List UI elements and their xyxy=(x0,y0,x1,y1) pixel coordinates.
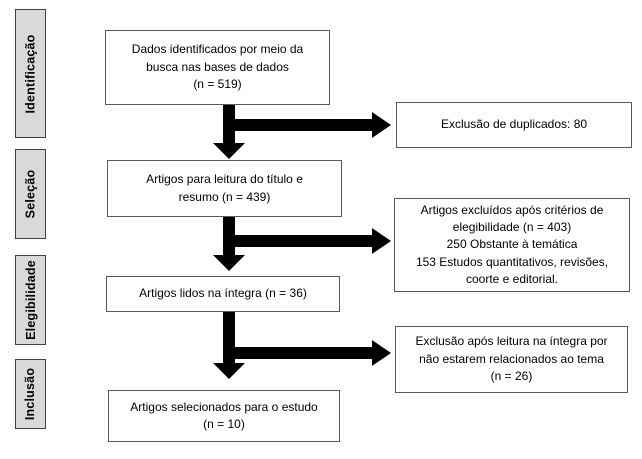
stage-box-selection: Seleção xyxy=(15,149,46,239)
flow-box-full-text-read-text: Artigos lidos na íntegra (n = 36) xyxy=(139,286,307,301)
exclusion-box-duplicates: Exclusão de duplicados: 80 xyxy=(396,102,632,148)
arrow-selection-to-eligibility xyxy=(213,217,391,271)
stage-label-selection: Seleção xyxy=(23,169,38,219)
exclusion-box-full-text: Exclusão após leitura na íntegra por não… xyxy=(395,326,628,393)
stage-box-identification: Identificação xyxy=(15,9,46,138)
flow-box-selected-studies: Artigos selecionados para o estudo (n = … xyxy=(108,390,340,442)
flow-box-selected-studies-text: Artigos selecionados para o estudo (n = … xyxy=(130,399,318,431)
stage-label-inclusion: Inclusão xyxy=(23,367,38,421)
flow-box-identified-records: Dados identificados por meio da busca na… xyxy=(105,30,330,105)
arrow-identification-to-selection xyxy=(213,105,391,159)
exclusion-box-full-text-text: Exclusão após leitura na íntegra por não… xyxy=(415,334,608,384)
arrow-eligibility-to-inclusion xyxy=(213,312,391,379)
exclusion-box-eligibility-criteria: Artigos excluídos após critérios de eleg… xyxy=(394,198,630,292)
exclusion-box-eligibility-criteria-text: Artigos excluídos após critérios de eleg… xyxy=(415,202,609,287)
flow-box-title-abstract-screening-text: Artigos para leitura do título e resumo … xyxy=(146,172,303,204)
flow-box-identified-records-text: Dados identificados por meio da busca na… xyxy=(131,42,304,92)
flow-box-title-abstract-screening: Artigos para leitura do título e resumo … xyxy=(107,160,342,217)
exclusion-box-duplicates-text: Exclusão de duplicados: 80 xyxy=(440,117,588,132)
flow-box-full-text-read: Artigos lidos na íntegra (n = 36) xyxy=(106,276,340,312)
stage-label-eligibility: Elegibilidade xyxy=(23,260,38,340)
stage-box-inclusion: Inclusão xyxy=(15,359,46,429)
stage-label-identification: Identificação xyxy=(23,33,38,114)
stage-box-eligibility: Elegibilidade xyxy=(15,255,46,345)
